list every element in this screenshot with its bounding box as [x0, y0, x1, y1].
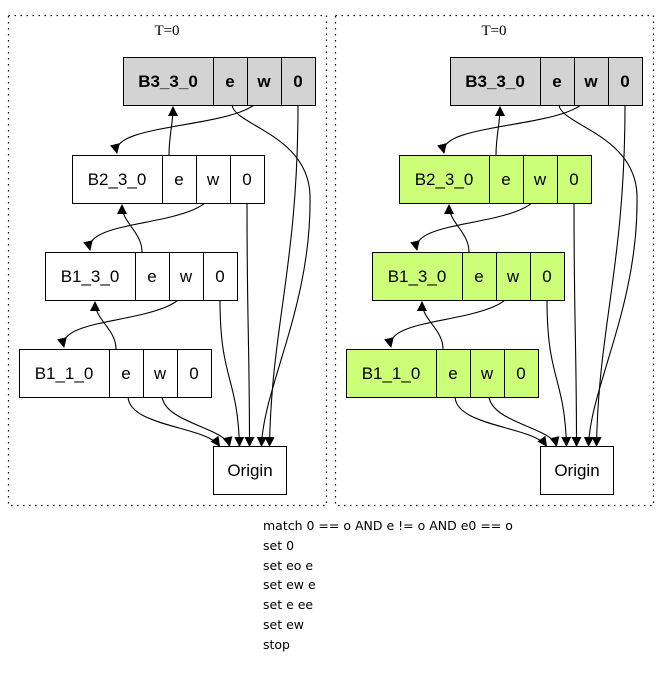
cell-0: 0 — [215, 267, 224, 286]
node-box — [346, 349, 539, 398]
origin-label: Origin — [554, 461, 599, 480]
node-origin: Origin — [540, 446, 614, 495]
node-box — [19, 349, 212, 398]
panel-frame — [7, 14, 328, 507]
edge-b1-1-e-to-origin — [454, 396, 548, 447]
cell-e: e — [474, 267, 483, 286]
cell-0: 0 — [569, 170, 578, 189]
cell-0: 0 — [620, 72, 629, 91]
cell-e: e — [225, 72, 234, 91]
node-box — [123, 57, 316, 106]
origin-label: Origin — [227, 461, 272, 480]
edge-child-to-parent — [167, 106, 178, 156]
cell-w: w — [583, 72, 598, 91]
cell-e: e — [147, 267, 156, 286]
edge-child-to-parent — [444, 204, 470, 253]
cell-0: 0 — [189, 364, 198, 383]
rule-line-set-0: set 0 — [263, 537, 295, 553]
edge-child-to-parent — [494, 106, 505, 156]
cell-w: w — [480, 364, 494, 383]
node-b3-3-0: B3_3_0 e w 0 — [450, 57, 643, 106]
node-b1-1-0: B1_1_0 e w 0 — [19, 349, 212, 398]
rule-line-match: match 0 == o AND e != o AND e0 == o — [263, 518, 513, 533]
rule-line-stop: stop — [263, 636, 290, 652]
edge-b3-0-to-origin — [591, 104, 626, 447]
edge-child-to-parent — [90, 301, 117, 350]
node-box — [372, 252, 565, 301]
node-origin: Origin — [213, 446, 287, 495]
panel-title: T=0 — [481, 23, 506, 39]
cell-w: w — [533, 170, 547, 189]
node-label: B2_3_0 — [88, 170, 147, 189]
node-box — [45, 252, 238, 301]
edge-b1-1-w-to-origin — [161, 396, 233, 447]
cell-e: e — [448, 364, 457, 383]
node-b1-1-0: B1_1_0 e w 0 — [346, 349, 539, 398]
rule-text: match 0 == o AND e != o AND e0 == o set … — [263, 516, 663, 655]
node-box — [72, 155, 265, 204]
rule-line-set-e-ee: set e ee — [263, 597, 314, 613]
node-label: B2_3_0 — [415, 170, 474, 189]
edge-b1-3-0-to-origin — [546, 299, 572, 447]
edge-b1-3-0-to-origin — [219, 299, 245, 447]
node-label: B3_3_0 — [465, 72, 525, 91]
node-b2-3-0: B2_3_0 e w 0 — [399, 155, 592, 204]
panel-frame — [334, 14, 655, 507]
edge-b3-0-to-origin — [264, 104, 299, 447]
rule-line-set-ew: set ew — [263, 616, 304, 632]
edge-b2-3-0-to-origin — [571, 202, 582, 447]
cell-e: e — [501, 170, 510, 189]
edge-b1-1-w-to-origin — [488, 396, 560, 447]
node-b2-3-0: B2_3_0 e w 0 — [72, 155, 265, 204]
cell-w: w — [153, 364, 167, 383]
cell-0: 0 — [242, 170, 251, 189]
node-b3-3-0: B3_3_0 e w 0 — [123, 57, 316, 106]
node-label: B3_3_0 — [138, 72, 198, 91]
node-label: B1_3_0 — [388, 267, 447, 286]
edge-b1-1-e-to-origin — [127, 396, 221, 447]
cell-0: 0 — [542, 267, 551, 286]
edge-b2-3-0-to-origin — [244, 202, 255, 447]
node-box — [450, 57, 643, 106]
node-label: B1_1_0 — [362, 364, 421, 383]
origin-box — [213, 446, 287, 495]
rule-line-set-eo: set eo e — [263, 557, 314, 573]
rule-line-set-ew-e: set ew e — [263, 577, 316, 593]
panel-title: T=0 — [154, 23, 179, 39]
cell-w: w — [179, 267, 193, 286]
cell-e: e — [121, 364, 130, 383]
edge-child-to-parent — [417, 301, 444, 350]
cell-w: w — [206, 170, 220, 189]
cell-w: w — [256, 72, 271, 91]
cell-e: e — [552, 72, 561, 91]
node-label: B1_1_0 — [35, 364, 94, 383]
cell-w: w — [506, 267, 520, 286]
node-b1-3-0: B1_3_0 e w 0 — [372, 252, 565, 301]
origin-box — [540, 446, 614, 495]
cell-0: 0 — [516, 364, 525, 383]
cell-e: e — [174, 170, 183, 189]
node-b1-3-0: B1_3_0 e w 0 — [45, 252, 238, 301]
node-box — [399, 155, 592, 204]
edge-child-to-parent — [117, 204, 143, 253]
node-label: B1_3_0 — [61, 267, 120, 286]
cell-0: 0 — [293, 72, 302, 91]
